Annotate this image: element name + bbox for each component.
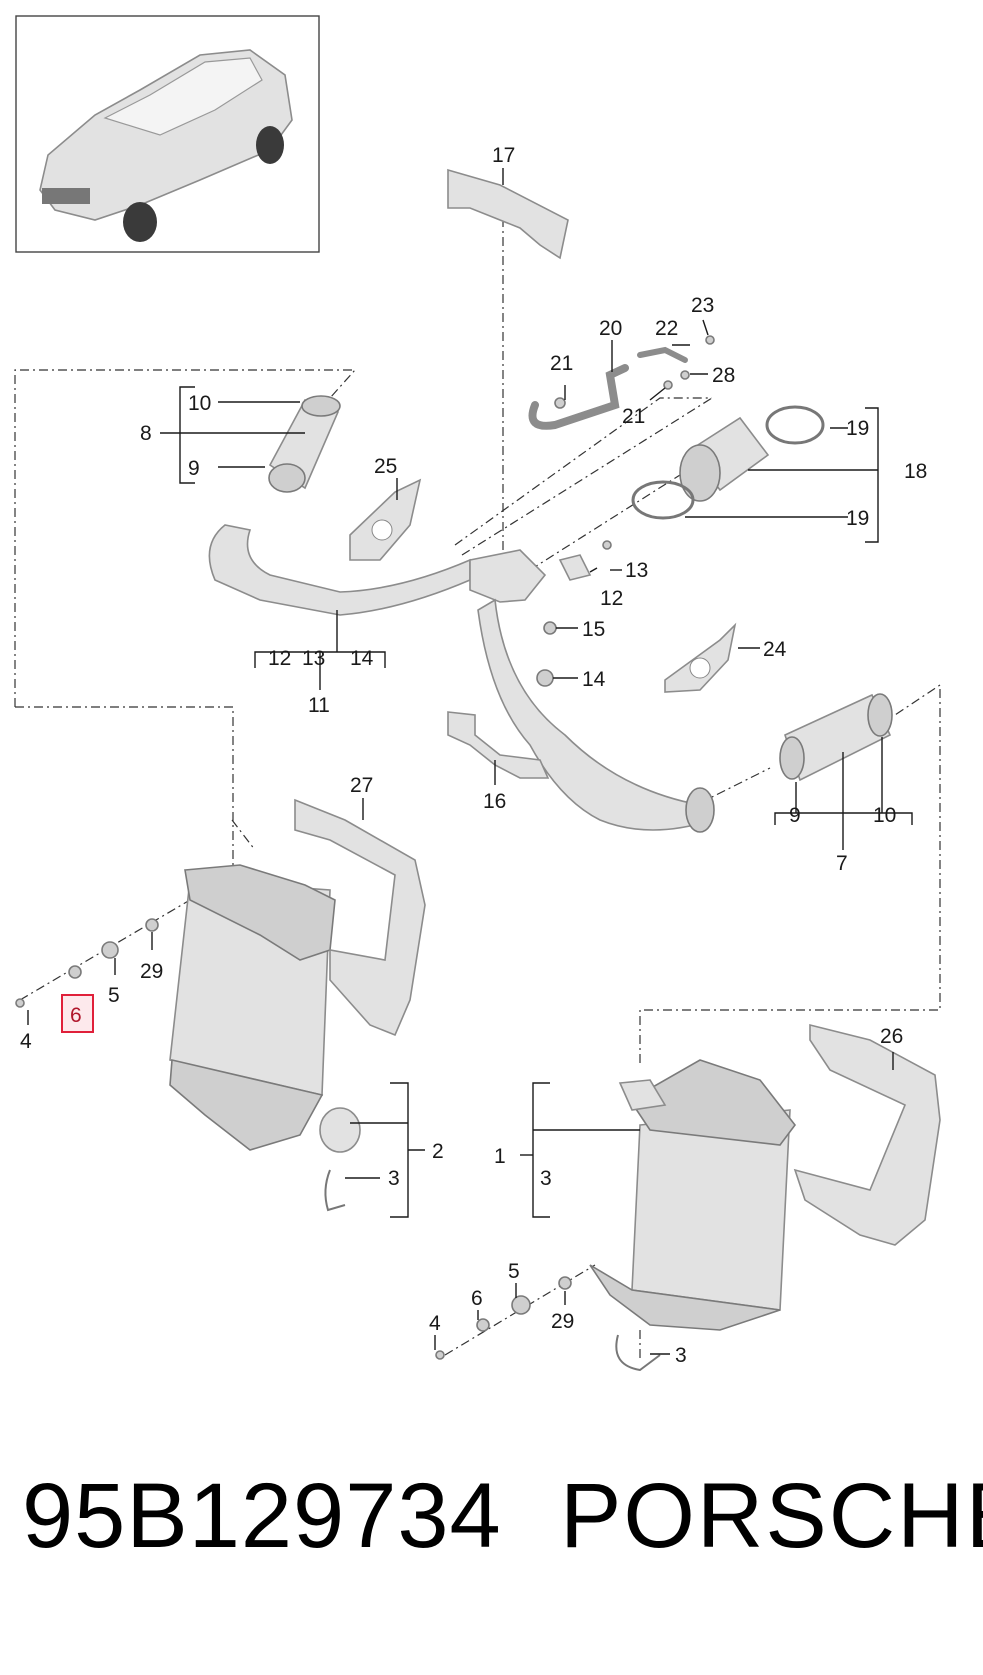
callout-21b: 21 <box>622 405 645 428</box>
callout-14a: 14 <box>582 668 606 691</box>
part-21-clip-right <box>663 380 673 390</box>
callout-20: 20 <box>599 317 622 340</box>
part-23-clip <box>705 335 715 345</box>
part-11-pipe-branch <box>469 549 547 603</box>
part-9-clamp-lower <box>779 736 805 780</box>
callout-3b: 3 <box>540 1167 552 1190</box>
callout-13b: 13 <box>302 647 325 670</box>
callout-9b: 9 <box>789 804 801 827</box>
part-3-clip-right <box>615 1334 661 1372</box>
car-grille <box>42 188 90 204</box>
callout-25: 25 <box>374 455 397 478</box>
part-10-clamp-upper <box>301 395 341 417</box>
callout-17: 17 <box>492 144 515 167</box>
callout-7: 7 <box>836 852 848 875</box>
part-10-clamp-lower <box>867 693 893 737</box>
callout-19b: 19 <box>846 507 869 530</box>
callout-15: 15 <box>582 618 605 641</box>
part-27-air-duct <box>294 798 426 1037</box>
callout-16: 16 <box>483 790 506 813</box>
part-9-clamp-upper <box>268 463 306 493</box>
part-19-clamp-upper <box>765 405 825 445</box>
part-18-hose-end <box>679 444 721 502</box>
callout-3a: 3 <box>388 1167 400 1190</box>
part-3-clip-left <box>324 1169 346 1212</box>
callout-29b: 29 <box>551 1310 574 1333</box>
part-21-clip-left <box>554 397 566 409</box>
callout-22: 22 <box>655 317 678 340</box>
callout-highlight-box <box>61 994 94 1033</box>
part-17-heat-shield <box>447 168 569 260</box>
callout-11: 11 <box>308 694 330 717</box>
callout-6a: 6 <box>70 1004 82 1027</box>
part-29-bushing-right <box>558 1276 572 1290</box>
callout-5a: 5 <box>108 984 120 1007</box>
callout-9a: 9 <box>188 457 200 480</box>
callout-27: 27 <box>350 774 373 797</box>
part-14-nut <box>536 669 554 687</box>
callout-24: 24 <box>763 638 787 661</box>
part-28-clip <box>680 370 690 380</box>
part-number: 95B129734 <box>22 1465 502 1567</box>
callout-29a: 29 <box>140 960 163 983</box>
callout-1: 1 <box>494 1145 506 1168</box>
callout-4a: 4 <box>20 1030 32 1053</box>
callout-5b: 5 <box>508 1260 520 1283</box>
parts-diagram: 17 23 20 22 21 28 21 10 8 9 25 19 18 19 … <box>14 15 941 1372</box>
part-16-holder <box>447 711 550 779</box>
part-29-bushing-left <box>145 918 159 932</box>
callout-26: 26 <box>880 1025 903 1048</box>
part-6-nut-right <box>476 1318 490 1332</box>
callout-13a: 13 <box>625 559 648 582</box>
callout-6b: 6 <box>471 1287 483 1310</box>
callout-8: 8 <box>140 422 152 445</box>
leader-lines <box>27 168 913 1355</box>
callout-4b: 4 <box>429 1312 441 1335</box>
part-22-vent-pipe <box>637 346 688 363</box>
callout-14b: 14 <box>350 647 374 670</box>
brand-name: PORSCHE <box>560 1465 983 1567</box>
callout-2: 2 <box>432 1140 444 1163</box>
part-19-clamp-lower <box>631 480 695 520</box>
part-12-bracket-small <box>558 554 592 581</box>
part-4-bolt-right <box>435 1350 445 1360</box>
part-26-air-duct <box>793 1023 941 1246</box>
vehicle-thumbnail <box>15 15 320 253</box>
callout-12a: 12 <box>600 587 623 610</box>
callout-12b: 12 <box>268 647 291 670</box>
callout-10b: 10 <box>873 804 896 827</box>
part-4-bolt-left <box>15 998 25 1008</box>
car-windows <box>103 57 263 136</box>
part-1-intercooler-right <box>589 1059 797 1331</box>
callout-3c: 3 <box>675 1344 687 1367</box>
callout-10a: 10 <box>188 392 211 415</box>
part-13-bolt-small <box>602 540 612 550</box>
callout-18: 18 <box>904 460 927 483</box>
part-20-vent-hose <box>528 364 629 430</box>
callout-28: 28 <box>712 364 735 387</box>
part-5-grommet-right <box>511 1295 531 1315</box>
part-11-pipe-end <box>685 787 715 833</box>
part-6-nut-left <box>68 965 82 979</box>
part-11-charge-pipe <box>208 524 471 616</box>
car-front-wheel <box>123 202 157 242</box>
callout-21a: 21 <box>550 352 573 375</box>
part-15-washer <box>543 621 557 635</box>
callout-19a: 19 <box>846 417 869 440</box>
car-rear-wheel <box>256 126 284 164</box>
part-2-intercooler-left <box>169 864 361 1153</box>
callouts: 17 23 20 22 21 28 21 10 8 9 25 19 18 19 … <box>20 144 927 1367</box>
part-5-grommet-left <box>101 941 119 959</box>
footer: 95B129734 PORSCHE <box>0 1470 983 1610</box>
callout-23: 23 <box>691 294 714 317</box>
